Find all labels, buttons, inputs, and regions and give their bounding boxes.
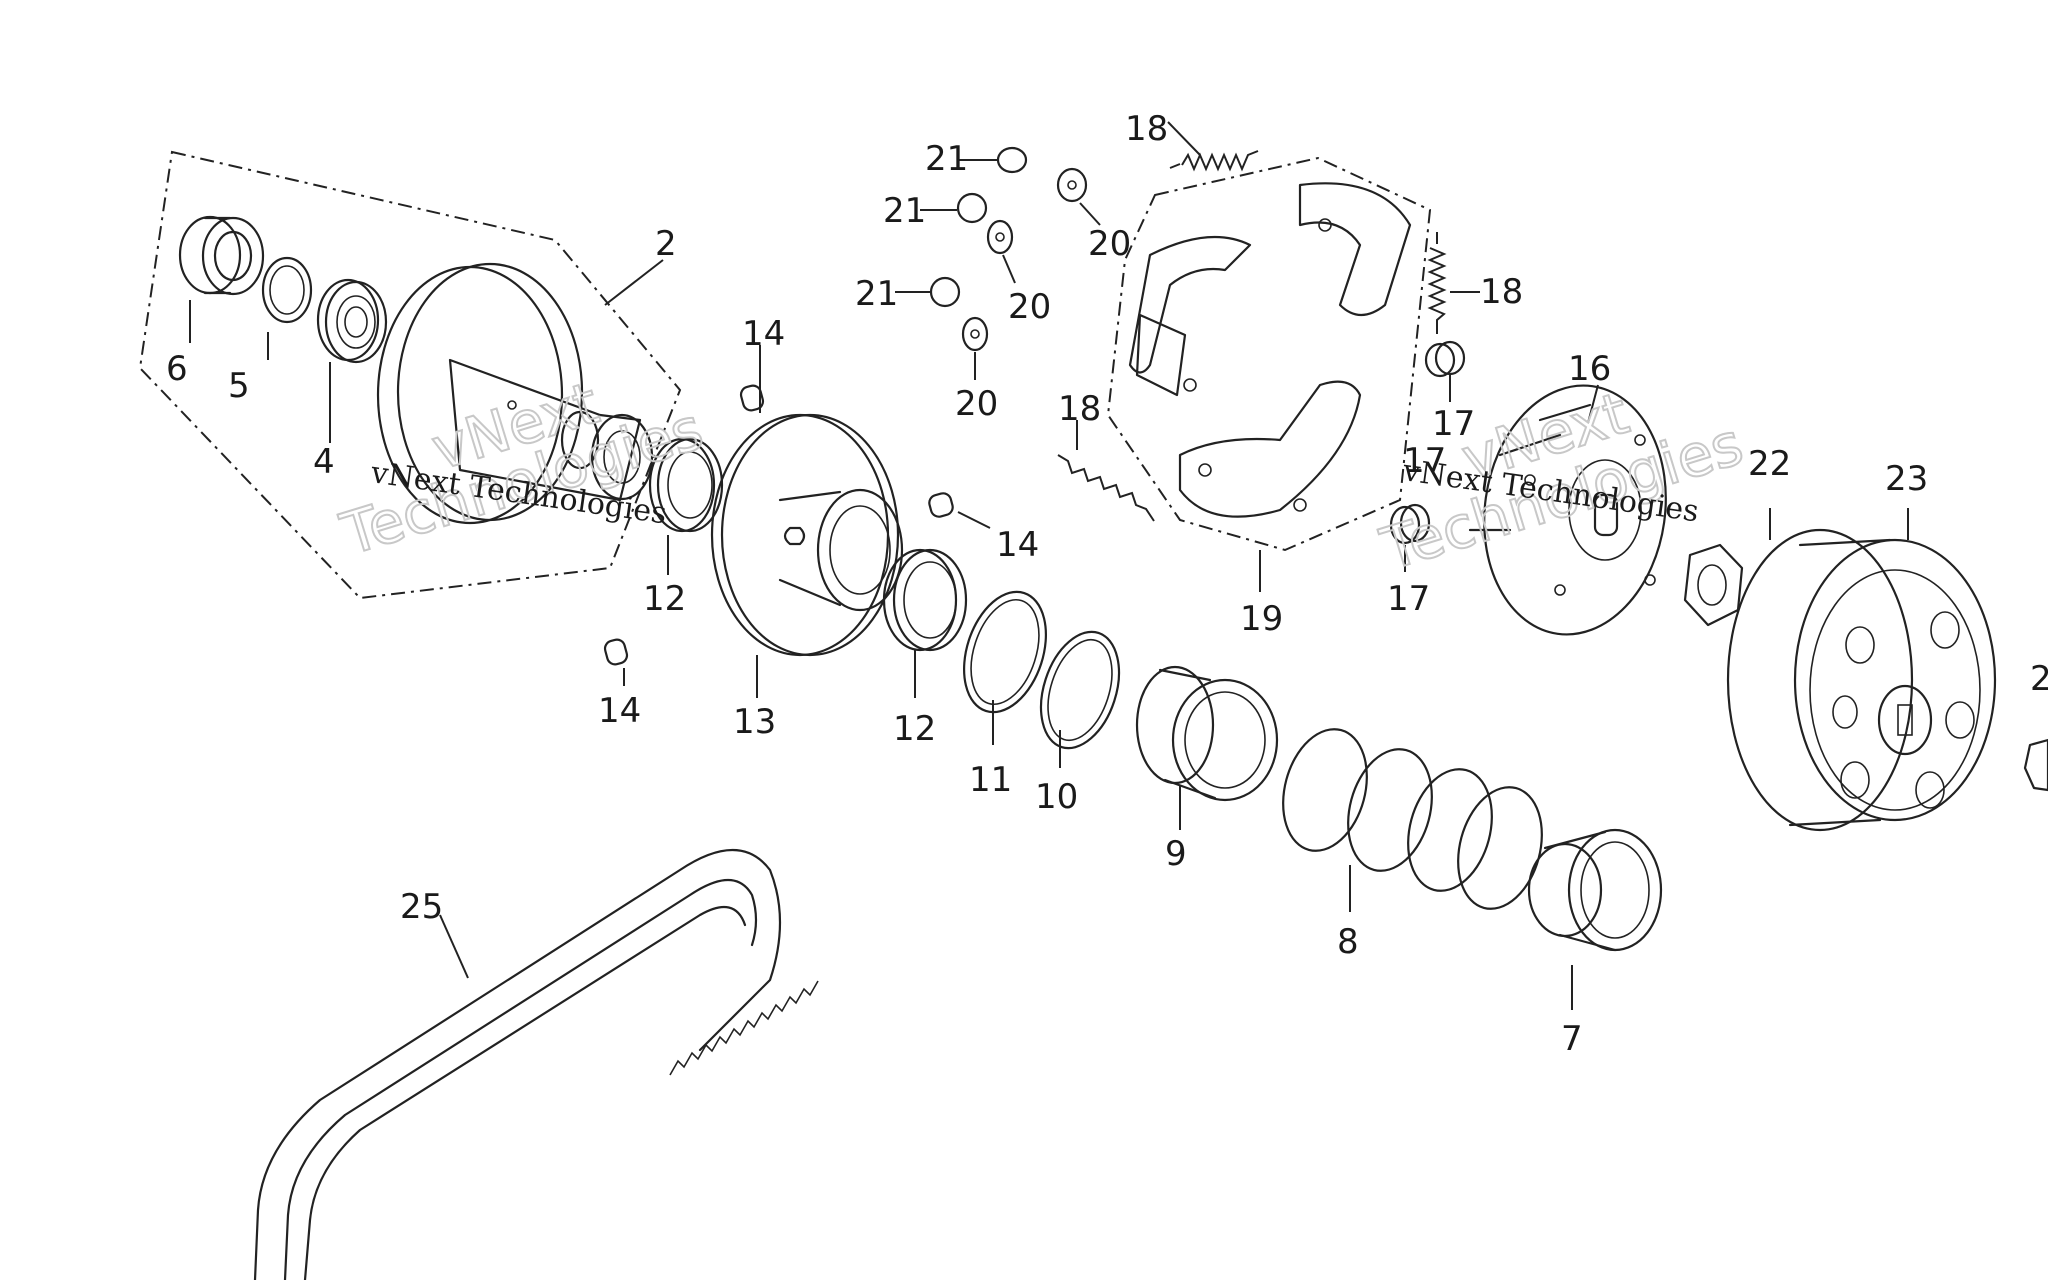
callout-10: 10 [1035, 777, 1078, 817]
callout-4: 4 [313, 442, 335, 482]
part-12-seal-lower [882, 548, 968, 652]
callout-18-right: 18 [1480, 272, 1523, 312]
part-20-washer-a [1056, 167, 1088, 203]
callout-22: 22 [1748, 444, 1791, 484]
part-13-movable-face [710, 413, 904, 657]
part-5-circlip [261, 256, 313, 324]
part-8-spring [1282, 728, 1543, 910]
callout-16: 16 [1568, 349, 1611, 389]
leader-lines [189, 121, 1909, 1010]
part-18-spring-top [1169, 150, 1259, 172]
part-18-spring-right [1427, 232, 1447, 334]
part-12-seal-upper [648, 437, 724, 533]
callout-17-a: 17 [1432, 404, 1475, 444]
callout-12-upper: 12 [643, 579, 686, 619]
callout-13: 13 [733, 702, 776, 742]
part-2-driven-face [376, 262, 654, 525]
callout-21-c: 21 [855, 274, 898, 314]
callout-20-a: 20 [1088, 224, 1131, 264]
callout-5: 5 [228, 366, 250, 406]
callout-7: 7 [1561, 1019, 1583, 1059]
part-21-circlip-c [929, 276, 961, 308]
part-nut-edge [2023, 738, 2048, 792]
callout-20-b: 20 [1008, 287, 1051, 327]
part-20-washer-b [986, 219, 1014, 255]
part-18-spring-mid [1057, 454, 1155, 522]
callout-9: 9 [1165, 834, 1187, 874]
part-6-sleeve [178, 215, 265, 296]
part-22-nut [1683, 543, 1744, 627]
callout-2-edge: 2 [2030, 659, 2048, 699]
callout-14-c: 14 [598, 691, 641, 731]
callout-6: 6 [166, 349, 188, 389]
part-11-o-ring [962, 590, 1048, 714]
part-19-clutch-shoes [1106, 156, 1432, 552]
callout-17-b: 17 [1403, 441, 1446, 481]
part-14-pin-b [928, 492, 954, 518]
callout-labels: 2 4 5 6 7 8 9 10 11 12 12 13 14 14 14 16… [166, 109, 2048, 1059]
part-20-washer-c [961, 316, 989, 352]
part-9-collar [1135, 665, 1279, 802]
part-21-circlip-b [956, 192, 988, 224]
callout-17-c: 17 [1387, 579, 1430, 619]
part-7-spring-seat [1527, 828, 1663, 952]
callout-25: 25 [400, 887, 443, 927]
callout-11: 11 [969, 760, 1012, 800]
part-14-pin-c [603, 638, 629, 666]
callout-8: 8 [1337, 922, 1359, 962]
callout-14-a: 14 [742, 314, 785, 354]
part-10-o-ring [1039, 630, 1121, 750]
part-16-drive-plate [1468, 384, 1667, 636]
callout-14-b: 14 [996, 525, 1039, 565]
callout-18-top: 18 [1125, 109, 1168, 149]
part-25-belt [253, 849, 819, 1280]
callout-21-b: 21 [883, 191, 926, 231]
part-17-collar-upper [1424, 340, 1466, 378]
callout-20-c: 20 [955, 384, 998, 424]
part-21-circlip-a [996, 146, 1028, 174]
callout-18-mid: 18 [1058, 389, 1101, 429]
callout-2: 2 [655, 224, 677, 264]
callout-21-a: 21 [925, 139, 968, 179]
callout-12-lower: 12 [893, 709, 936, 749]
callout-19: 19 [1240, 599, 1283, 639]
part-17-collar-lower [1389, 503, 1431, 545]
watermark-left: Technologies vNext vNext Technologies [332, 368, 711, 570]
part-14-pin-a [739, 384, 765, 412]
callout-23: 23 [1885, 459, 1928, 499]
part-4-bearing [316, 278, 388, 364]
part-23-clutch-bell [1726, 528, 1997, 832]
